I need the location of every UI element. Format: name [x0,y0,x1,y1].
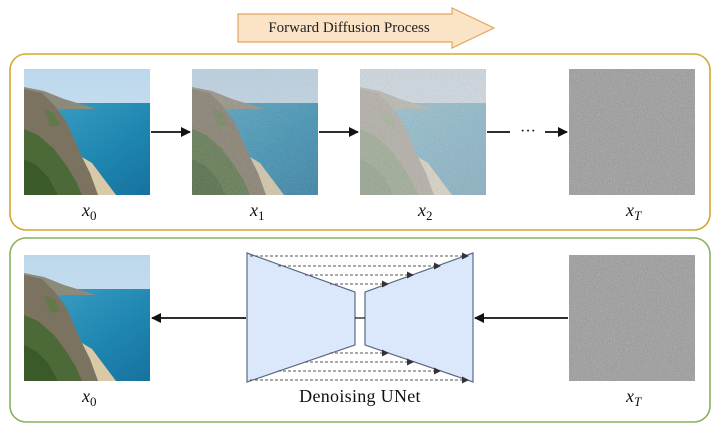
title-label: Forward Diffusion Process [268,20,430,36]
label-top-x1: x1 [249,200,265,223]
image-xT-pure-noise [569,69,695,195]
image-bottom-xT-noise [569,255,695,381]
image-x1-slightly-noisy [192,69,318,195]
reverse-process-panel [9,237,711,423]
label-top-x2: x2 [417,200,433,223]
forward-process-arrow: Forward Diffusion Process [237,7,496,49]
forward-process-panel [9,53,711,231]
title-arrow-shape [237,7,496,49]
unet-decoder [364,252,474,383]
image-x2-noisy [360,69,486,195]
ellipsis: ··· [520,123,536,140]
unet-label: Denoising UNet [299,386,421,406]
skip-connections [250,252,469,384]
label-top-xT: xT [625,200,642,223]
image-bottom-x0-clean [24,255,150,381]
unet-encoder [246,252,356,383]
label-bottom-x0: x0 [81,386,97,409]
label-bottom-xT: xT [625,386,642,409]
label-top-x0: x0 [81,200,97,223]
image-x0-clean [24,69,150,195]
denoising-unet [246,252,474,384]
